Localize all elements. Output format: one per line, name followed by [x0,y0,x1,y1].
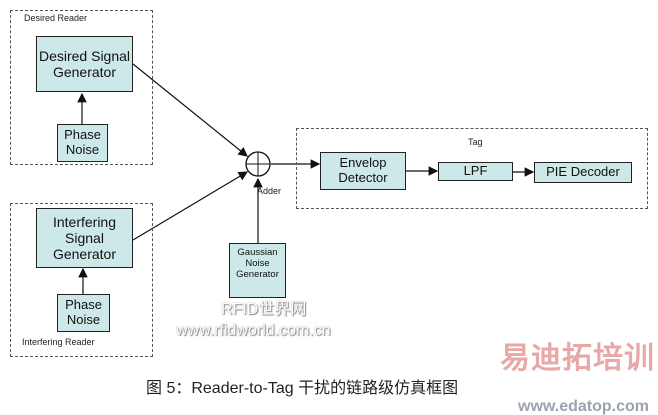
watermark-edatop-cn: 易迪拓培训 [500,342,655,375]
interfering-reader-label: Interfering Reader [22,337,95,347]
watermark-edatop-url: www.edatop.com [518,398,649,415]
interfering-reader-group [10,203,153,357]
desired-reader-group [10,10,153,165]
adder-label: Adder [257,186,282,196]
envelop-detector: Envelop Detector [320,152,406,190]
desired-phase-noise: Phase Noise [57,124,108,162]
adder-icon [245,151,271,177]
gaussian-noise-generator: Gaussian Noise Generator [229,243,286,298]
watermark-rfid-url: www.rfidworld.com.cn [176,322,331,339]
tag-label: Tag [468,137,483,147]
desired-reader-label: Desired Reader [24,13,88,23]
lpf-block: LPF [438,162,513,181]
interfering-phase-noise: Phase Noise [57,294,110,332]
interfering-signal-generator: Interfering Signal Generator [36,208,133,268]
figure-caption: 图 5：Reader-to-Tag 干扰的链路级仿真框图 [146,380,459,397]
pie-decoder: PIE Decoder [534,162,632,183]
tag-group [296,128,648,209]
desired-signal-generator: Desired Signal Generator [36,36,133,92]
watermark-rfid-cn: RFID世界网 [221,301,307,318]
